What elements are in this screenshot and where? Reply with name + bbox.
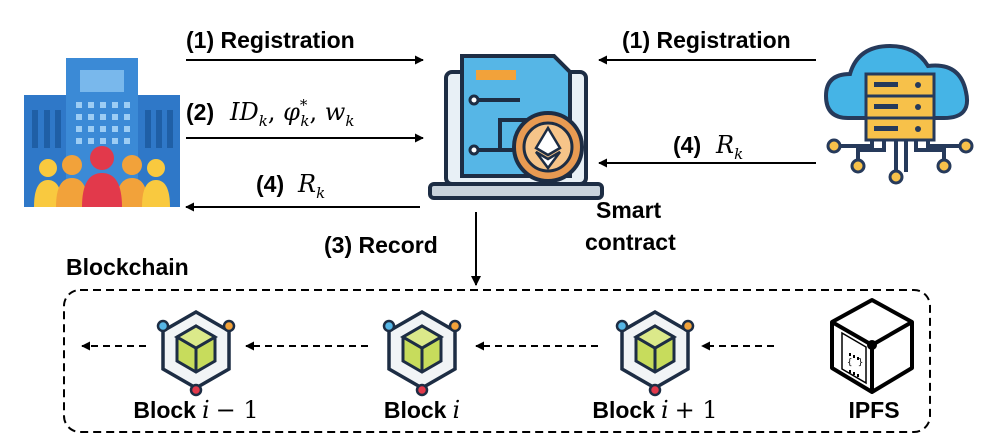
block-next-icon [615, 310, 695, 397]
label-org-result: (4) Rk [256, 170, 325, 202]
smart-contract-label-line1: Smart [596, 197, 662, 223]
laptop-document-ethereum-icon [428, 54, 604, 200]
svg-text:{ }: { } [847, 358, 863, 368]
label-record: (3) Record [324, 232, 438, 258]
label-org-submit: (2) IDk, φ*k, wk [186, 96, 354, 130]
label-org-result-math: Rk [297, 170, 325, 202]
label-server-result-prefix: (4) [673, 132, 701, 158]
ipfs-label: IPFS [848, 397, 899, 423]
label-org-registration: (1) Registration [186, 27, 355, 53]
label-org-submit-prefix: (2) [186, 99, 214, 125]
label-server-result: (4) Rk [673, 131, 743, 163]
building-with-people-icon [24, 58, 180, 207]
label-org-submit-math: IDk, φ*k, wk [229, 96, 354, 130]
label-server-result-math: Rk [715, 131, 743, 163]
block-current-icon [382, 310, 462, 397]
blockchain-container [63, 289, 931, 433]
blockchain-title: Blockchain [66, 254, 189, 280]
ipfs-cube-icon: { } [830, 298, 914, 394]
cloud-server-icon [823, 43, 974, 185]
label-server-registration: (1) Registration [622, 27, 791, 53]
label-org-result-prefix: (4) [256, 171, 284, 197]
smart-contract-label-line2: contract [585, 229, 676, 255]
block-prev-icon [156, 310, 236, 397]
